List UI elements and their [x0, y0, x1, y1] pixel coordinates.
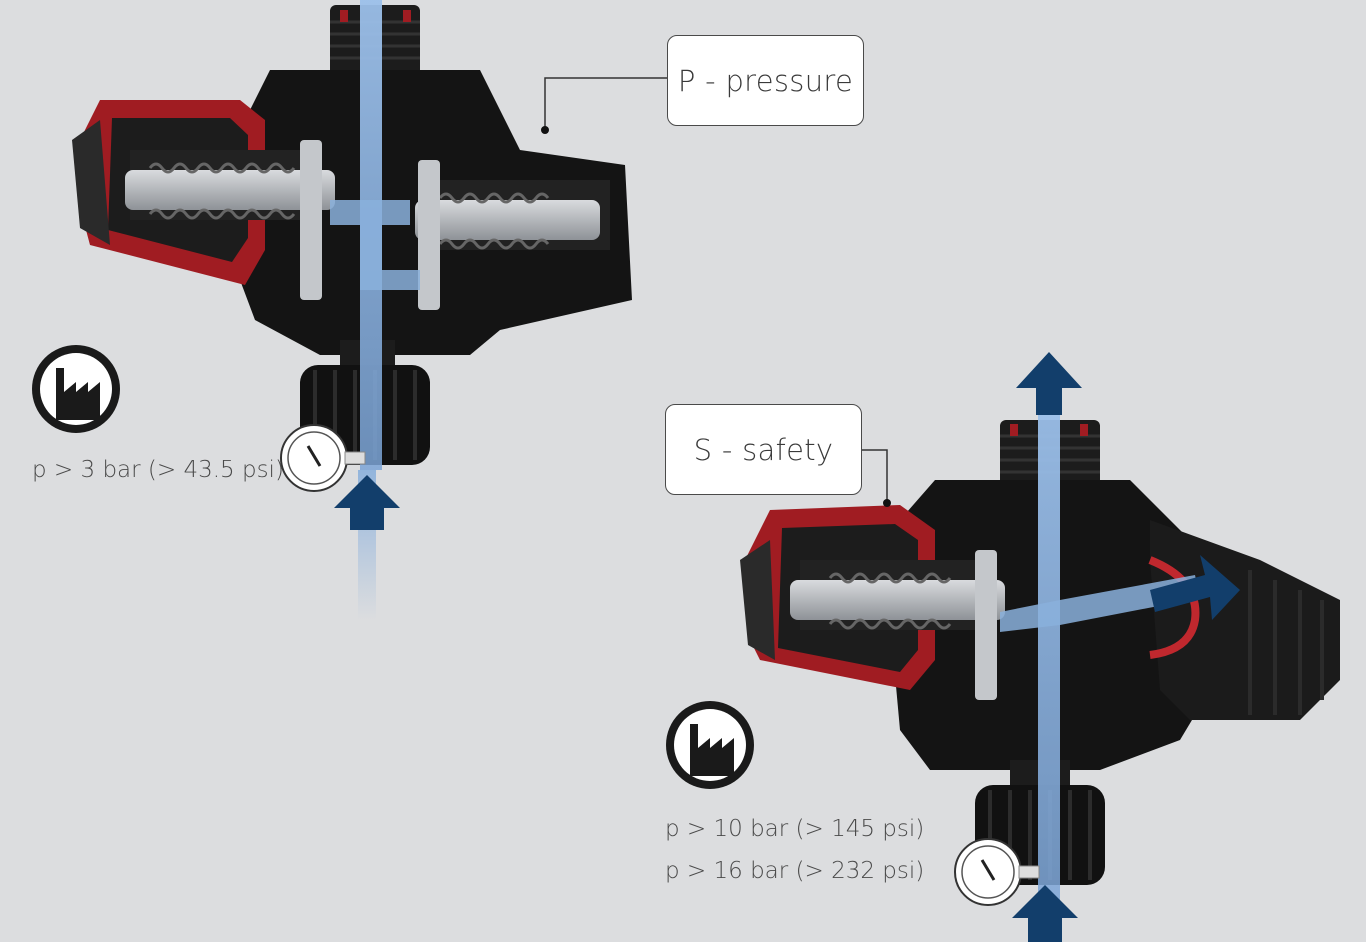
flow-arrow-icon [1012, 885, 1078, 942]
flow-arrow-icon [1150, 555, 1240, 620]
valve-p [72, 0, 667, 620]
flow-arrow-icon [334, 475, 400, 530]
factory-icon [666, 701, 754, 789]
factory-icon [32, 345, 120, 433]
spec-pressure: p > 3 bar (> 43.5 psi) [32, 449, 284, 491]
spec-line: p > 16 bar (> 232 psi) [665, 858, 925, 884]
spec-line: p > 3 bar (> 43.5 psi) [32, 457, 284, 483]
flow-arrow-icon [1016, 352, 1082, 415]
callout-safety: S - safety [665, 404, 862, 495]
spec-line: p > 10 bar (> 145 psi) [665, 816, 925, 842]
pressure-gauge-icon [954, 838, 1040, 906]
callout-pressure: P - pressure [667, 35, 864, 126]
pressure-gauge-icon [280, 424, 366, 492]
spec-safety: p > 10 bar (> 145 psi) p > 16 bar (> 232… [665, 808, 924, 892]
valve-s [740, 352, 1340, 942]
